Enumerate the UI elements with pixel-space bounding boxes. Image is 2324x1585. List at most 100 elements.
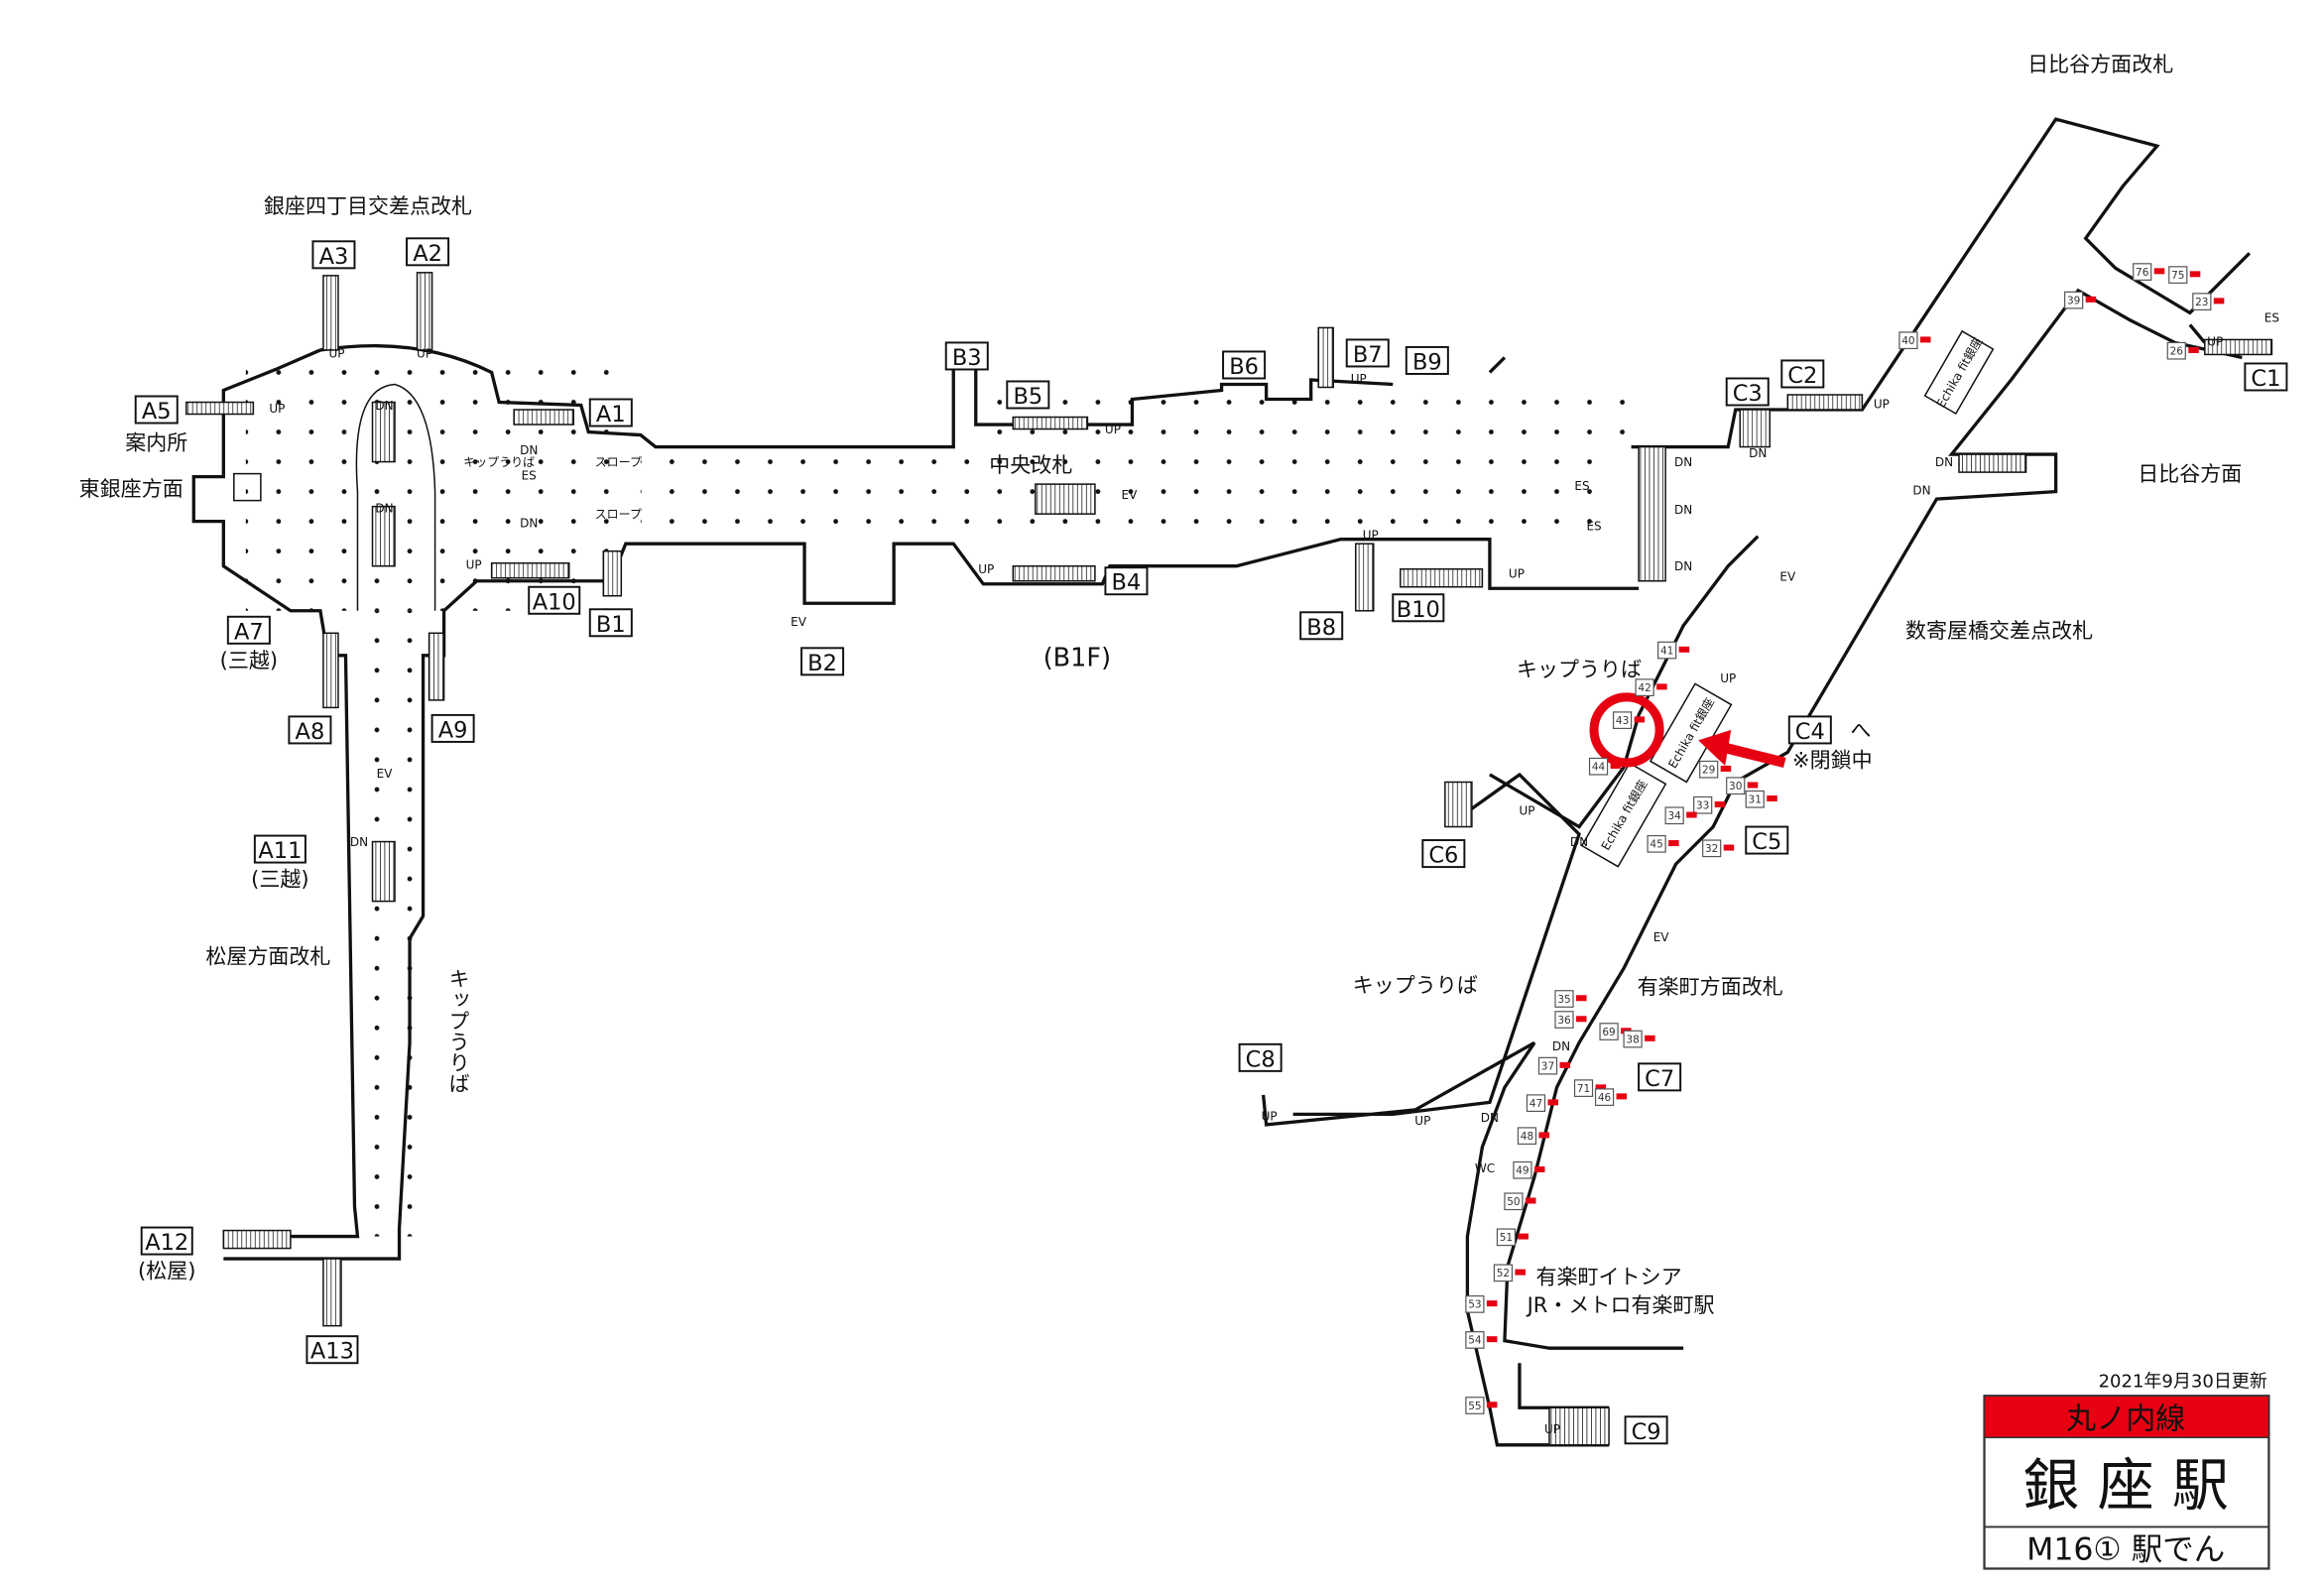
door-number: 75 (2168, 266, 2201, 284)
door-number: 40 (1898, 331, 1931, 350)
svg-text:48: 48 (1521, 1131, 1533, 1143)
label-ticket-low: キップうりば (1353, 972, 1478, 997)
exit-label: A1 (596, 402, 626, 427)
facility-mark-up: UP (2207, 334, 2223, 348)
exit-label: B3 (952, 345, 982, 371)
label-sukiyabashi-gate: 数寄屋橋交差点改札 (1905, 618, 2093, 643)
info-icon (233, 472, 262, 502)
svg-text:46: 46 (1598, 1092, 1612, 1104)
exit-a1: A1 (588, 398, 633, 427)
facility-mark-slope: スロープ (595, 455, 642, 469)
door-number: 33 (1693, 795, 1726, 814)
door-number: 26 (2166, 341, 2199, 360)
label-itocia: 有楽町イトシア (1536, 1265, 1682, 1289)
exit-a5: A5 (134, 395, 179, 425)
facility-mark-up: UP (328, 346, 344, 360)
label-info: 案内所 (125, 430, 187, 455)
door-number: 36 (1554, 1011, 1587, 1029)
exit-c4: C4 (1787, 715, 1832, 745)
platform-door-mark (1576, 995, 1587, 1002)
facility-mark-dn: DN (1935, 455, 1953, 469)
facility-mark-es: ES (1586, 520, 1601, 534)
exit-b1: B1 (588, 608, 633, 638)
exit-c6: C6 (1421, 839, 1466, 869)
platform-door-mark (1486, 1300, 1498, 1307)
platform-door-mark (2213, 298, 2225, 305)
exit-c1: C1 (2244, 362, 2288, 392)
svg-text:45: 45 (1650, 839, 1662, 851)
facility-mark-dn: DN (1481, 1111, 1499, 1125)
escalator-central (1035, 483, 1096, 515)
label-mitsukoshi-a7: (三越) (220, 648, 278, 672)
exit-label: C8 (1246, 1046, 1276, 1072)
platform-door-mark (1525, 1197, 1536, 1204)
platform-door-mark (1486, 1336, 1498, 1343)
platform-door-mark (1919, 336, 1931, 343)
facility-mark-up: UP (1363, 529, 1379, 543)
door-number: 41 (1657, 641, 1690, 660)
door-number: 46 (1594, 1088, 1628, 1106)
exit-a10: A10 (528, 585, 581, 615)
facility-mark-ev: EV (1779, 570, 1796, 584)
station-code: M16① 駅でん (2026, 1531, 2225, 1567)
svg-text:29: 29 (1702, 764, 1715, 776)
label-hibiya-gate: 日比谷方面改札 (2027, 52, 2173, 76)
exit-a8: A8 (288, 715, 332, 745)
svg-text:71: 71 (1577, 1083, 1590, 1095)
door-number: 53 (1465, 1295, 1498, 1313)
facility-mark-up: UP (1874, 398, 1890, 412)
exit-b3: B3 (944, 341, 989, 371)
facility-mark-ev: EV (377, 767, 394, 781)
facility-mark-dn: DN (375, 502, 393, 516)
facility-mark-dn: DN (1674, 455, 1692, 469)
exit-b2: B2 (800, 647, 845, 676)
platform-door-mark (2189, 271, 2201, 278)
svg-text:41: 41 (1660, 645, 1673, 657)
exit-a2: A2 (406, 237, 450, 267)
exit-a13: A13 (306, 1335, 359, 1365)
escalator-dn-3 (371, 840, 396, 903)
exit-b9: B9 (1405, 345, 1449, 375)
svg-text:32: 32 (1705, 843, 1718, 855)
stair-c6 (1444, 781, 1473, 828)
door-number: 50 (1504, 1192, 1536, 1211)
platform-door-mark (1678, 646, 1690, 653)
facility-mark-dn: DN (1749, 446, 1767, 460)
facility-mark-dn: DN (375, 399, 393, 413)
svg-text:42: 42 (1638, 682, 1651, 694)
exit-label: C1 (2251, 366, 2280, 392)
label-higashiginza: 東銀座方面 (79, 476, 183, 501)
label-yurakucho-gate: 有楽町方面改札 (1638, 974, 1783, 999)
svg-text:51: 51 (1500, 1232, 1513, 1244)
facility-mark-es: ES (522, 469, 537, 483)
exit-label: A2 (413, 241, 442, 267)
stair-b7 (1317, 326, 1334, 389)
platform-door-mark (1518, 1233, 1529, 1240)
exit-c7: C7 (1638, 1062, 1682, 1092)
door-number: 48 (1517, 1127, 1549, 1146)
svg-text:54: 54 (1468, 1335, 1482, 1347)
stair-a3 (322, 275, 339, 351)
platform-door-mark (1634, 716, 1646, 723)
label-ginza4-gate: 銀座四丁目交差点改札 (264, 193, 472, 218)
svg-text:76: 76 (2136, 267, 2149, 279)
door-number: 34 (1664, 806, 1697, 825)
door-number: 45 (1647, 834, 1679, 853)
exit-label: C3 (1733, 381, 1763, 407)
facility-mark-slope: スロープ (595, 508, 642, 522)
exit-label: C6 (1428, 843, 1458, 869)
stairways (185, 272, 2273, 1446)
facility-mark-up: UP (466, 558, 482, 572)
door-number: 71 (1573, 1079, 1607, 1097)
facility-mark-up: UP (978, 562, 994, 576)
door-number: 38 (1623, 1030, 1655, 1048)
line-banner (1983, 1395, 2270, 1439)
label-ticket-left: キップうりば (446, 968, 471, 1093)
exit-label: C7 (1645, 1066, 1674, 1092)
exit-label: C9 (1632, 1419, 1661, 1445)
facility-mark-dn: DN (1570, 835, 1588, 849)
exit-label: A5 (142, 399, 172, 425)
exit-a12: A12 (140, 1226, 193, 1256)
